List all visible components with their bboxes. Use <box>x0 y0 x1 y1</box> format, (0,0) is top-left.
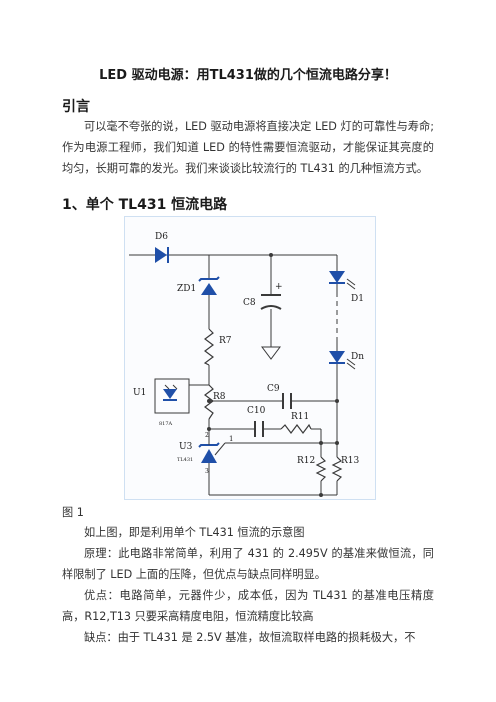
document-title: LED 驱动电源：用TL431做的几个恒流电路分享！ <box>99 68 397 83</box>
junction-dots <box>207 253 339 497</box>
label-u3: U3 <box>179 442 193 452</box>
label-u1: U1 <box>133 388 146 398</box>
label-c8: C8 <box>243 298 256 308</box>
label-c10: C10 <box>247 406 266 416</box>
label-c8-plus: + <box>275 282 283 292</box>
capacitor-c9 <box>282 393 292 409</box>
circuit-wires <box>129 254 338 496</box>
optocoupler-u1 <box>163 384 178 401</box>
label-u3-part: TL431 <box>177 457 193 463</box>
label-r11: R11 <box>291 412 309 422</box>
label-pin-3: 3 <box>205 468 209 475</box>
label-u1-part: 817A <box>159 421 173 427</box>
heading-intro: 引言 <box>62 99 90 115</box>
label-d1: D1 <box>351 294 364 304</box>
figure-caption: 图 1 <box>62 506 84 519</box>
paragraph-principle: 原理：此电路非常简单，利用了 431 的 2.495V 的基准来做恒流，同样限制… <box>62 547 434 581</box>
resistor-r8 <box>204 384 214 420</box>
led-dn <box>329 351 356 370</box>
intro-paragraph: 可以毫不夸张的说，LED 驱动电源将直接决定 LED 灯的可靠性与寿命;作为电源… <box>62 120 434 175</box>
label-r8: R8 <box>213 392 226 402</box>
circuit-diagram: D6 ZD1 C8 + D1 Dn R7 U1 817A R8 C9 C10 R… <box>129 232 364 497</box>
label-pin-1: 1 <box>229 435 233 443</box>
resistor-r13 <box>331 456 343 482</box>
tl431-u3 <box>198 439 226 463</box>
heading-section-1: 1、单个 TL431 恒流电路 <box>62 197 228 213</box>
paragraph-advantages: 优点：电路简单，元器件少，成本低，因为 TL431 的基准电压精度高，R12,T… <box>62 589 434 623</box>
label-r12: R12 <box>297 456 315 466</box>
label-dn: Dn <box>351 352 364 362</box>
zener-zd1 <box>198 276 220 295</box>
label-d6: D6 <box>155 232 168 242</box>
capacitor-c8 <box>260 294 282 310</box>
label-zd1: ZD1 <box>177 284 196 294</box>
label-c9: C9 <box>267 384 280 394</box>
diode-d6 <box>155 247 169 263</box>
label-r13: R13 <box>341 456 360 466</box>
label-r7: R7 <box>219 336 232 346</box>
circuit-figure: D6 ZD1 C8 + D1 Dn R7 U1 817A R8 C9 C10 R… <box>124 216 376 500</box>
resistor-r12 <box>315 456 327 482</box>
resistor-r7 <box>203 328 214 366</box>
paragraph-intro-figure: 如上图，即是利用单个 TL431 恒流的示意图 <box>84 526 305 539</box>
paragraph-disadvantages: 缺点：由于 TL431 是 2.5V 基准，故恒流取样电路的损耗极大，不 <box>84 631 416 644</box>
ground-symbol <box>261 346 281 360</box>
label-pin-2: 2 <box>205 432 209 439</box>
capacitor-c10 <box>254 421 264 437</box>
resistor-r11 <box>280 423 312 434</box>
led-d1 <box>329 271 356 290</box>
